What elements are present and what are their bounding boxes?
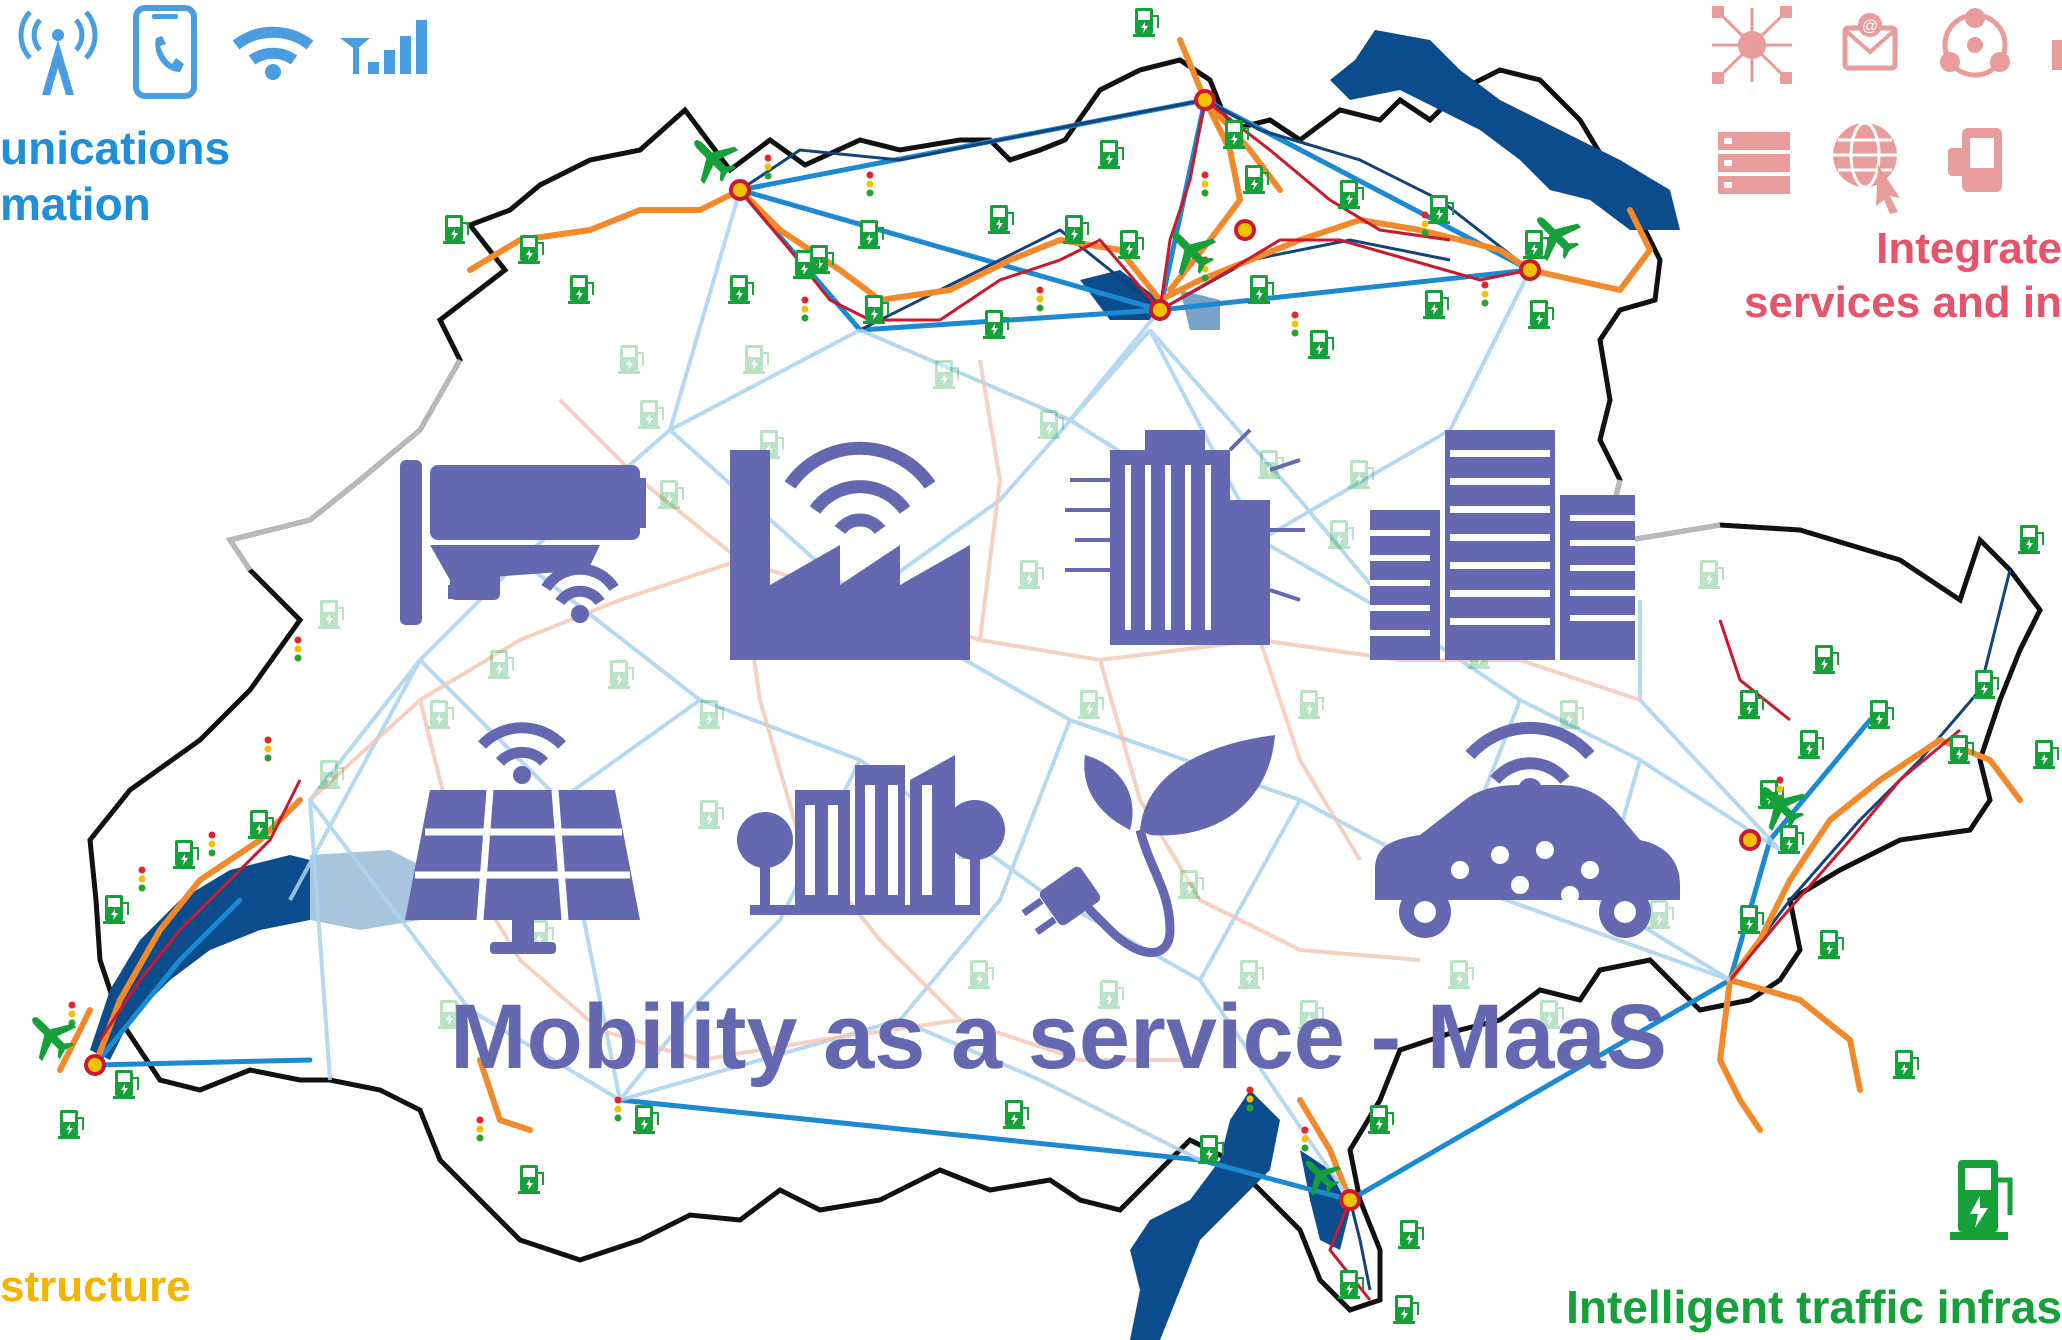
infrastructure-label: structure (0, 1262, 191, 1311)
integrated-label-line1: Integrate (1876, 224, 2062, 273)
smartphone-icon (133, 5, 197, 99)
solar-panel-icon (405, 722, 640, 954)
lake-maggiore (1130, 1090, 1280, 1340)
maas-title: Mobility as a service - MaaS (450, 986, 1667, 1088)
cropped-icon (2052, 40, 2062, 70)
wifi-icon (232, 26, 314, 80)
surveillance-camera-icon (400, 460, 646, 625)
green-city-icon (737, 755, 1005, 915)
eco-plug-icon (1021, 735, 1275, 957)
city-skyscrapers-icon (1370, 430, 1635, 660)
lake-constance (1330, 30, 1680, 230)
mobile-payment-icon (1948, 128, 2002, 192)
integrated-label-line2: services and in (1744, 278, 2062, 327)
svg-text:@: @ (1862, 18, 1878, 35)
smart-factory-icon (730, 441, 970, 660)
traffic-infrastructure-label: Intelligent traffic infras (1566, 1281, 2062, 1333)
communications-label-line2: mation (0, 178, 151, 230)
email-icon: @ (1842, 13, 1898, 71)
country-border (87, 57, 2043, 1313)
lake-geneva (90, 855, 310, 1060)
server-rack-icon (1718, 132, 1790, 194)
signal-bars-icon (340, 20, 427, 74)
communications-label-line1: unications (0, 122, 231, 174)
globe-click-icon (1833, 121, 1900, 214)
antenna-tower-icon (18, 10, 98, 95)
org-network-icon (1940, 8, 2010, 78)
connected-car-icon (1375, 721, 1680, 938)
network-hub-icon (1712, 6, 1792, 84)
network-hubs (84, 89, 1761, 1211)
smart-building-icon (1065, 428, 1305, 645)
ev-charging-station-icon (1950, 1160, 2013, 1240)
